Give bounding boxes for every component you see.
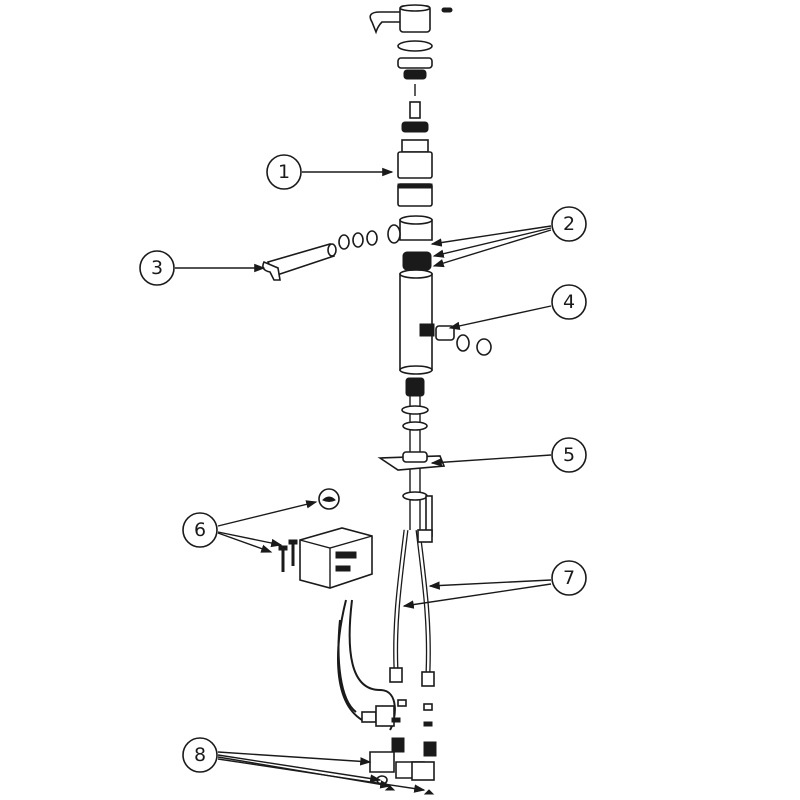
outlet-spout [262, 243, 337, 281]
leader-lines [175, 167, 552, 793]
control-box [299, 527, 373, 589]
callout-number: 3 [151, 257, 163, 279]
hoses [389, 495, 435, 687]
wiring [337, 599, 396, 731]
mounting-bracket [377, 451, 446, 471]
callout-number: 1 [278, 161, 290, 183]
side-connector [419, 323, 492, 356]
callout-4: 4 [551, 284, 587, 320]
callout-6: 6 [182, 512, 218, 548]
callout-number: 7 [563, 567, 575, 589]
callout-number: 8 [194, 744, 206, 766]
callout-7: 7 [551, 560, 587, 596]
callout-1: 1 [266, 154, 302, 190]
callout-5: 5 [551, 437, 587, 473]
mounting-shank [401, 377, 429, 530]
callout-number: 4 [563, 291, 575, 313]
solenoid-valves [369, 699, 437, 795]
sensor-cap [318, 488, 340, 510]
callout-number: 5 [563, 444, 575, 466]
callout-number: 6 [194, 519, 206, 541]
valve-body [399, 251, 433, 375]
callout-8: 8 [182, 737, 218, 773]
callout-2: 2 [551, 206, 587, 242]
callout-3: 3 [139, 250, 175, 286]
spout-body [338, 215, 433, 250]
callout-number: 2 [563, 213, 575, 235]
lever-handle [369, 4, 453, 35]
screws [278, 539, 298, 572]
cartridge-stack [397, 40, 433, 207]
